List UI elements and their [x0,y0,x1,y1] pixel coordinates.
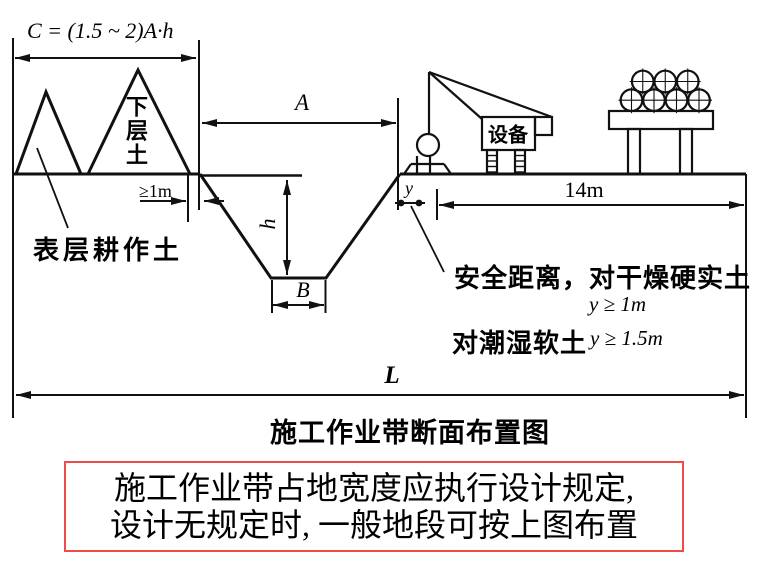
wet-soil-value: y ≥ 1.5m [590,326,663,350]
equipment-box-extension [533,115,554,137]
dimension-b-label: B [296,277,310,302]
crane-boom-upper [428,70,553,119]
wet-soil-label: 对潮湿软土 [452,329,588,358]
lower-soil-label: 下层土 [123,95,148,167]
dimension-l-label: L [384,362,400,389]
pipe-stand-leg [678,127,694,176]
note-box: 施工作业带占地宽度应执行设计规定, 设计无规定时, 一般地段可按上图布置 [64,461,684,552]
dimension-h-label: h [255,218,280,230]
extension-lines [12,38,747,418]
dimension-arrows [15,54,744,399]
equipment-legs [485,148,527,176]
crane [403,70,554,176]
dimension-y-label: y [405,178,413,198]
pulley-stand [403,132,452,175]
pulley-wheel [415,132,441,158]
formula-c-label: C = (1.5 ~ 2)A·h [27,18,174,43]
safety-distance-label: 安全距离，对干燥硬实土 [454,264,752,293]
min-gap-label: ≥1m [139,181,172,201]
diagram-caption: 施工作业带断面布置图 [270,418,550,448]
dimension-14m-label: 14m [564,177,604,202]
pipe-platform [607,109,715,131]
crane-boom-lower [428,71,483,120]
surface-soil-label: 表层耕作土 [33,236,184,265]
safety-dry-soil-value: y ≥ 1m [589,292,647,316]
note-line-1: 施工作业带占地宽度应执行设计规定, [113,470,634,506]
pipe-center-marks [618,68,712,114]
pipe-stack [607,68,715,176]
leader-lines [36,147,445,273]
safety-distance-leader [410,205,445,273]
note-line-2: 设计无规定时, 一般地段可按上图布置 [109,507,638,543]
spoil-pile-large [86,66,192,175]
spoil-pile-small [14,87,83,175]
pipe-stand-leg [626,127,642,176]
safety-distance-markers [395,199,425,207]
trench-outline [198,173,402,280]
surface-soil-leader [36,147,69,229]
equipment-label: 设备 [488,124,528,147]
dimension-a-label: A [294,90,310,115]
